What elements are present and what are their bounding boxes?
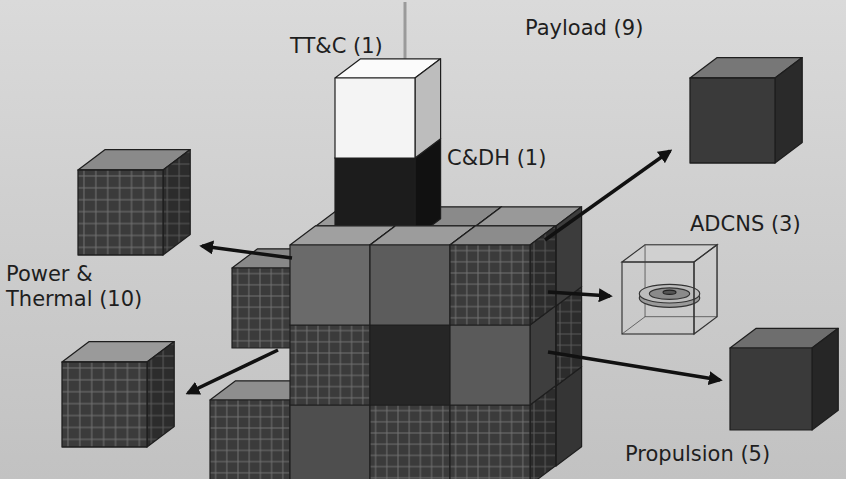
module-label: Power & Thermal (10) — [6, 262, 176, 312]
module-cubes — [730, 328, 838, 430]
central-cube-stack — [450, 226, 556, 325]
explode-arrow — [188, 350, 278, 393]
explode-arrow — [548, 292, 610, 296]
module-label: Payload (9) — [525, 16, 643, 41]
module-cubes — [622, 245, 717, 334]
module-cubes — [78, 150, 190, 255]
module-cubes — [62, 58, 838, 447]
explode-arrow — [202, 246, 292, 258]
module-cube: C&DH (1) — [335, 138, 443, 238]
antenna — [404, 2, 407, 67]
central-cube-stack — [210, 59, 582, 479]
module-cube: ADCNS (3) — [622, 242, 722, 334]
module-cubes — [62, 342, 174, 447]
explode-arrow — [188, 151, 720, 393]
module-label: ADCNS (3) — [690, 212, 801, 237]
module-label: C&DH (1) — [447, 146, 546, 171]
central-cube-stack — [335, 59, 441, 158]
explode-arrow — [548, 352, 720, 380]
label-holder: Power & Thermal (10) — [0, 0, 170, 50]
module-cubes — [690, 58, 802, 163]
explode-arrow — [545, 151, 670, 240]
module-label: Propulsion (5) — [625, 442, 770, 467]
module-label: TT&C (1) — [290, 34, 383, 59]
module-cube: Propulsion (5) — [730, 328, 840, 430]
module-cube: TT&C (1) — [335, 58, 443, 158]
module-cube: Payload (9) — [690, 58, 803, 163]
